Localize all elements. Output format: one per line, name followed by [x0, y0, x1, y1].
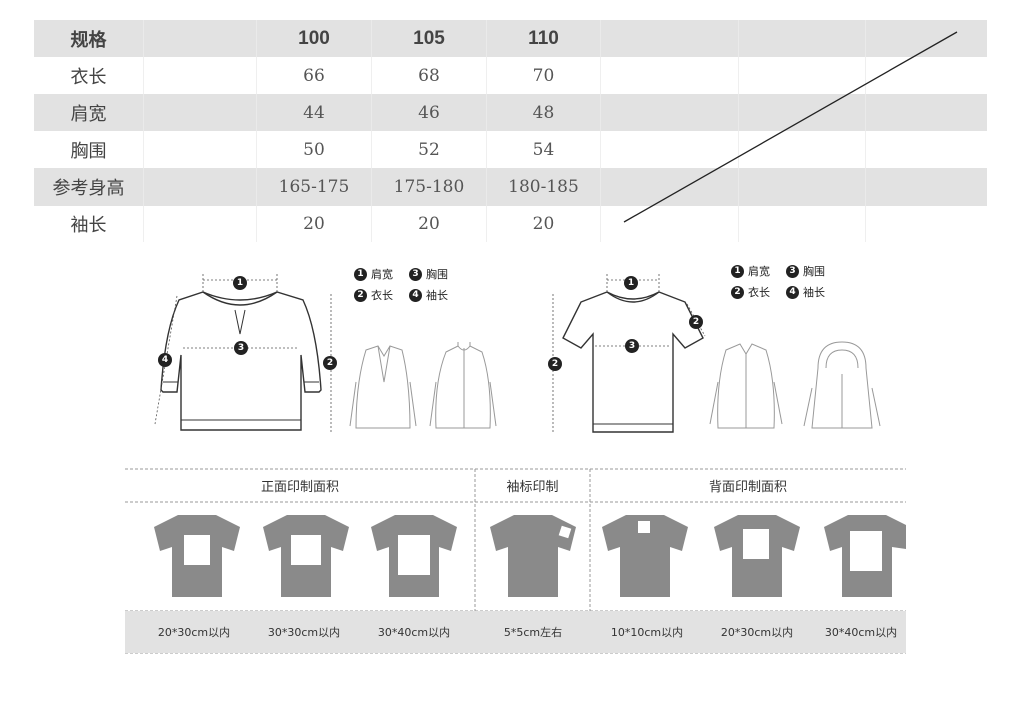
row-label: 参考身高	[34, 168, 144, 206]
size-table: 规格 100 105 110 衣长 66 68 70 肩宽 44 46 48 胸…	[34, 20, 987, 242]
header-label: 规格	[34, 20, 144, 57]
legend-item: 4 袖长	[409, 287, 448, 303]
row-value: 50	[257, 131, 372, 168]
row-value: 52	[372, 131, 487, 168]
shirt-hoodie-illustration	[709, 341, 881, 429]
header-size: 100	[257, 20, 372, 57]
tee-back-2	[714, 515, 800, 597]
caption-row	[125, 611, 906, 653]
legend-item: 2 衣长	[354, 287, 393, 303]
tee-front-1	[154, 515, 240, 597]
row-value: 66	[257, 57, 372, 94]
caption: 10*10cm以内	[610, 626, 684, 639]
caption: 20*30cm以内	[720, 626, 794, 639]
table-header-row: 规格 100 105 110	[34, 20, 987, 57]
row-label: 肩宽	[34, 94, 144, 131]
legend-item: 4 袖长	[786, 284, 825, 300]
marker-sleeve-length: 2	[689, 315, 703, 329]
caption: 30*30cm以内	[267, 626, 341, 639]
marker-chest: 3	[625, 339, 639, 353]
tee-front-3	[371, 515, 457, 597]
table-row: 肩宽 44 46 48	[34, 94, 987, 131]
marker-shoulder: 1	[233, 276, 247, 290]
header-size: 105	[372, 20, 487, 57]
section-sleeve-title: 袖标印制	[506, 480, 559, 495]
section-back-title: 背面印制面积	[708, 480, 787, 495]
row-value: 68	[372, 57, 487, 94]
marker-chest: 3	[234, 341, 248, 355]
section-front-title: 正面印制面积	[260, 480, 339, 495]
row-value: 70	[487, 57, 601, 94]
row-value: 20	[487, 206, 601, 242]
tee-back-1	[602, 515, 688, 597]
caption: 30*40cm以内	[824, 626, 898, 639]
row-value: 44	[257, 94, 372, 131]
caption: 30*40cm以内	[377, 626, 451, 639]
marker-length: 2	[323, 356, 337, 370]
row-value: 165-175	[257, 168, 372, 206]
legend-item: 1 肩宽	[354, 266, 393, 282]
table-row: 胸围 50 52 54	[34, 131, 987, 168]
header-size: 110	[487, 20, 601, 57]
blazer-hoodie-illustration	[349, 342, 497, 429]
legend-item: 3 胸围	[409, 266, 448, 282]
caption: 20*30cm以内	[157, 626, 231, 639]
table-row: 衣长 66 68 70	[34, 57, 987, 94]
marker-sleeve: 4	[158, 353, 172, 367]
marker-length: 2	[548, 357, 562, 371]
table-row: 参考身高 165-175 175-180 180-185	[34, 168, 987, 206]
print-area-section: 正面印制面积 袖标印制 背面印制面积 20*30cm以内 30*30cm以内 3…	[125, 468, 906, 654]
short-sleeve-diagram	[552, 274, 706, 434]
row-value: 175-180	[372, 168, 487, 206]
row-label: 胸围	[34, 131, 144, 168]
table-row: 袖长 20 20 20	[34, 206, 987, 242]
tee-sleeve	[490, 515, 576, 597]
tee-back-3	[824, 515, 906, 597]
row-value: 46	[372, 94, 487, 131]
row-value: 54	[487, 131, 601, 168]
legend-item: 2 衣长	[731, 284, 770, 300]
caption: 5*5cm左右	[503, 626, 563, 639]
legend-item: 3 胸围	[786, 263, 825, 279]
row-label: 衣长	[34, 57, 144, 94]
legend-item: 1 肩宽	[731, 263, 770, 279]
tee-front-2	[263, 515, 349, 597]
row-value: 20	[372, 206, 487, 242]
marker-shoulder: 1	[624, 276, 638, 290]
row-value: 48	[487, 94, 601, 131]
row-label: 袖长	[34, 206, 144, 242]
row-value: 180-185	[487, 168, 601, 206]
row-value: 20	[257, 206, 372, 242]
